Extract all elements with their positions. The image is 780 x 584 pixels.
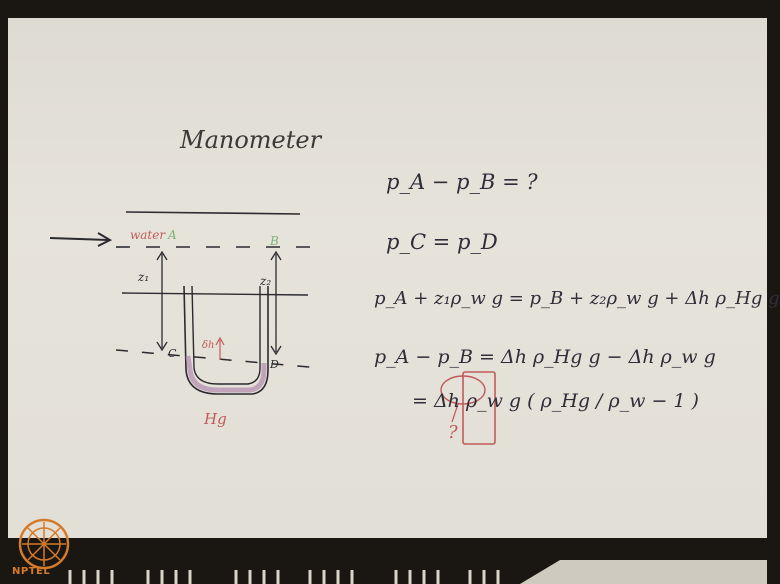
arrow-shaft bbox=[49, 237, 109, 241]
pipe-top-line bbox=[121, 292, 309, 296]
label-delta-h: δh bbox=[202, 340, 215, 351]
ratio-box bbox=[462, 371, 496, 445]
board-title: Manometer bbox=[180, 126, 322, 154]
mercury-fill bbox=[185, 355, 267, 393]
u-tube-inner bbox=[191, 285, 261, 385]
label-z2: z₂ bbox=[260, 274, 272, 288]
equation-3: p_A + z₁ρ_w g = p_B + z₂ρ_w g + Δh ρ_Hg … bbox=[374, 288, 780, 309]
label-mercury: Hg bbox=[204, 410, 227, 428]
equation-2: p_C = p_D bbox=[386, 230, 498, 254]
whiteboard: Manometer water A B z₁ z₂ C D δh Hg p_A … bbox=[8, 18, 780, 538]
reference-top-line bbox=[125, 211, 301, 215]
label-z1: z₁ bbox=[138, 270, 150, 284]
label-b: B bbox=[270, 234, 279, 248]
equation-5: = Δh ρ_w g ( ρ_Hg / ρ_w − 1 ) bbox=[412, 390, 699, 412]
label-a: A bbox=[168, 228, 177, 242]
label-water: water bbox=[130, 228, 166, 242]
u-tube-outer bbox=[183, 285, 269, 395]
manometer-diagram bbox=[49, 211, 496, 445]
nptel-logo-text: NPTEL bbox=[12, 566, 51, 577]
question-mark: ? bbox=[448, 422, 458, 443]
label-d: D bbox=[270, 358, 279, 371]
delta-h-circle bbox=[440, 375, 486, 405]
label-c: C bbox=[168, 347, 177, 360]
arrow-head-icon bbox=[97, 232, 113, 247]
bottom-frame-strip bbox=[0, 540, 767, 584]
mercury-level-dashed-line bbox=[115, 349, 321, 369]
nptel-logo-icon bbox=[18, 518, 70, 570]
equation-4: p_A − p_B = Δh ρ_Hg g − Δh ρ_w g bbox=[374, 346, 716, 368]
equation-1: p_A − p_B = ? bbox=[386, 170, 538, 194]
